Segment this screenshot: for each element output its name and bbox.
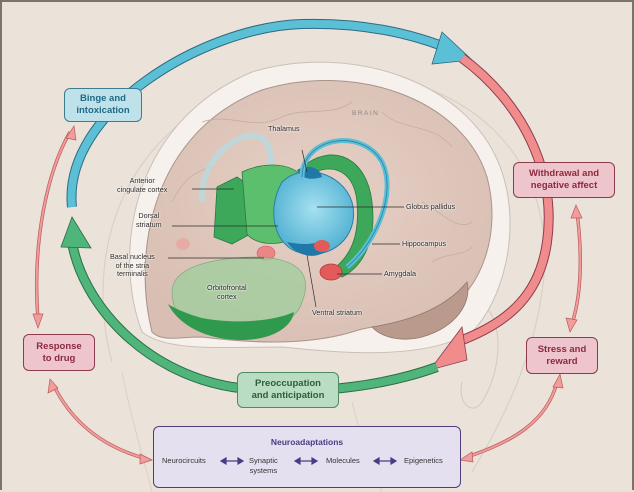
- withdrawal-negative-affect-box: Withdrawal and negative affect: [513, 162, 615, 198]
- neuro-item-text: Molecules: [326, 456, 360, 465]
- neuro-item-epigenetics: Epigenetics: [404, 456, 443, 466]
- label-basal-nucleus: Basal nucleus of the stria terminalis: [110, 252, 155, 279]
- withdrawal-arrowhead: [428, 325, 468, 371]
- brain-label: BRAIN: [352, 110, 380, 117]
- hippocampus-region: [301, 154, 374, 278]
- preoccupation-arrowhead: [60, 216, 92, 249]
- label-thalamus: Thalamus: [268, 124, 300, 133]
- preoccupation-line1: Preoccupation: [255, 378, 321, 389]
- neuro-item-text: Epigenetics: [404, 456, 443, 465]
- head-outline: [102, 70, 546, 473]
- effect-arrows-fill: [35, 131, 582, 460]
- stress-line1: Stress and: [537, 343, 587, 355]
- label-globus-pallidus: Globus pallidus: [406, 202, 456, 211]
- withdrawal-cycle-arrow-fill: [455, 54, 553, 346]
- label-amygdala: Amygdala: [384, 269, 416, 278]
- preoccupation-anticipation-box: Preoccupation and anticipation: [237, 372, 339, 408]
- dorsal-striatum-line2: striatum: [136, 219, 162, 229]
- neuroadaptations-title: Neuroadaptations: [270, 437, 344, 447]
- neuro-item-text: systems: [249, 465, 278, 475]
- effect-arrowheads: [32, 125, 583, 465]
- label-orbitofrontal: Orbitofrontal cortex: [207, 283, 247, 301]
- neuro-item-molecules: Molecules: [326, 456, 360, 466]
- double-arrow-icon: [373, 457, 397, 465]
- basal-nucleus-ghost: [176, 238, 190, 250]
- orbitofrontal-underside: [168, 304, 294, 340]
- leader-lines: [168, 149, 404, 308]
- dorsal-striatum-line1: Dorsal: [138, 211, 160, 220]
- amygdala-region: [319, 263, 343, 281]
- stress-reward-box: Stress and reward: [526, 337, 598, 374]
- ear-outline: [460, 301, 499, 409]
- preoccupation-cycle-arrow-fill: [68, 241, 439, 395]
- binge-line2: intoxication: [76, 105, 130, 116]
- withdrawal-line1: Withdrawal and: [528, 168, 600, 179]
- fornix-outline: [301, 140, 388, 268]
- neuro-item-neurocircuits: Neurocircuits: [162, 456, 206, 466]
- neuro-item-synaptic-systems: Synaptic systems: [249, 456, 278, 475]
- binge-cycle-arrow-fill: [67, 19, 459, 208]
- anterior-cingulate-line2: cingulate cortex: [117, 184, 168, 194]
- binge-intoxication-box: Binge and intoxication: [64, 88, 142, 122]
- orbitofrontal-line1: Orbitofrontal: [207, 283, 247, 292]
- preoccupation-line2: and anticipation: [251, 390, 325, 401]
- nucleus-red-small: [314, 240, 330, 252]
- basal-nucleus-line3: terminalis: [116, 269, 148, 278]
- neuroadaptations-box: Neuroadaptations Neurocircuits Synaptic …: [153, 426, 461, 488]
- withdrawal-line2: negative affect: [530, 180, 598, 191]
- binge-line1: Binge and: [80, 93, 126, 104]
- double-arrow-icon: [294, 457, 318, 465]
- stress-line2: reward: [546, 355, 578, 367]
- cerebellum: [371, 281, 469, 340]
- double-arrow-icon: [220, 457, 244, 465]
- basal-nucleus-line1: Basal nucleus: [110, 252, 155, 261]
- anterior-cingulate-line1: Anterior: [129, 176, 155, 185]
- label-dorsal-striatum: Dorsal striatum: [136, 211, 162, 229]
- label-hippocampus: Hippocampus: [402, 239, 446, 248]
- neuro-item-text: Synaptic: [249, 456, 278, 465]
- response-line1: Response: [36, 340, 82, 352]
- neuro-item-text: Neurocircuits: [162, 456, 206, 465]
- label-ventral-striatum: Ventral striatum: [312, 308, 362, 317]
- orbitofrontal-line2: cortex: [216, 291, 237, 301]
- binge-arrowhead: [431, 31, 473, 65]
- basal-nucleus-line2: of the stria: [115, 260, 150, 270]
- response-line2: to drug: [42, 352, 76, 364]
- response-to-drug-box: Response to drug: [23, 334, 95, 371]
- label-anterior-cingulate: Anterior cingulate cortex: [117, 176, 168, 194]
